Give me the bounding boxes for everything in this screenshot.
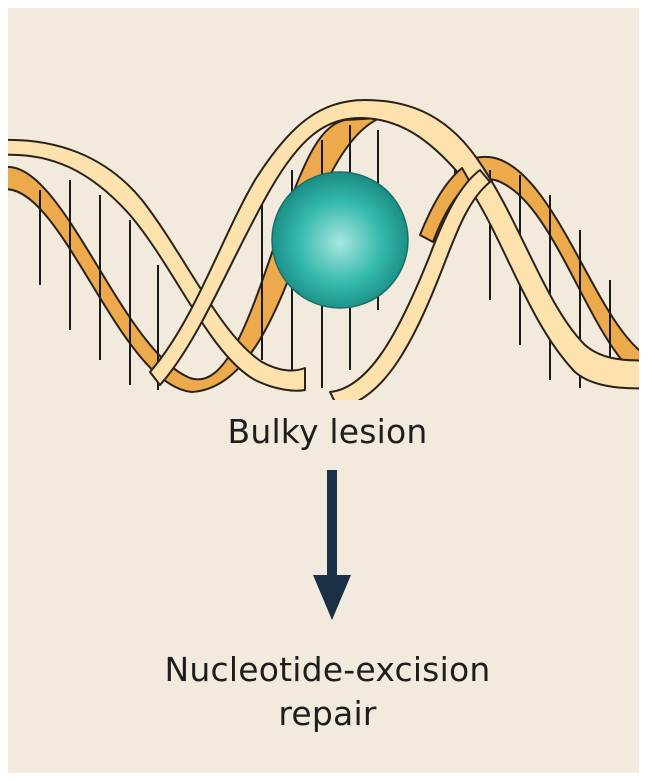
repair-label-line1: Nucleotide-excision: [0, 648, 655, 692]
repair-label: Nucleotide-excision repair: [0, 648, 655, 736]
repair-label-line2: repair: [0, 692, 655, 736]
